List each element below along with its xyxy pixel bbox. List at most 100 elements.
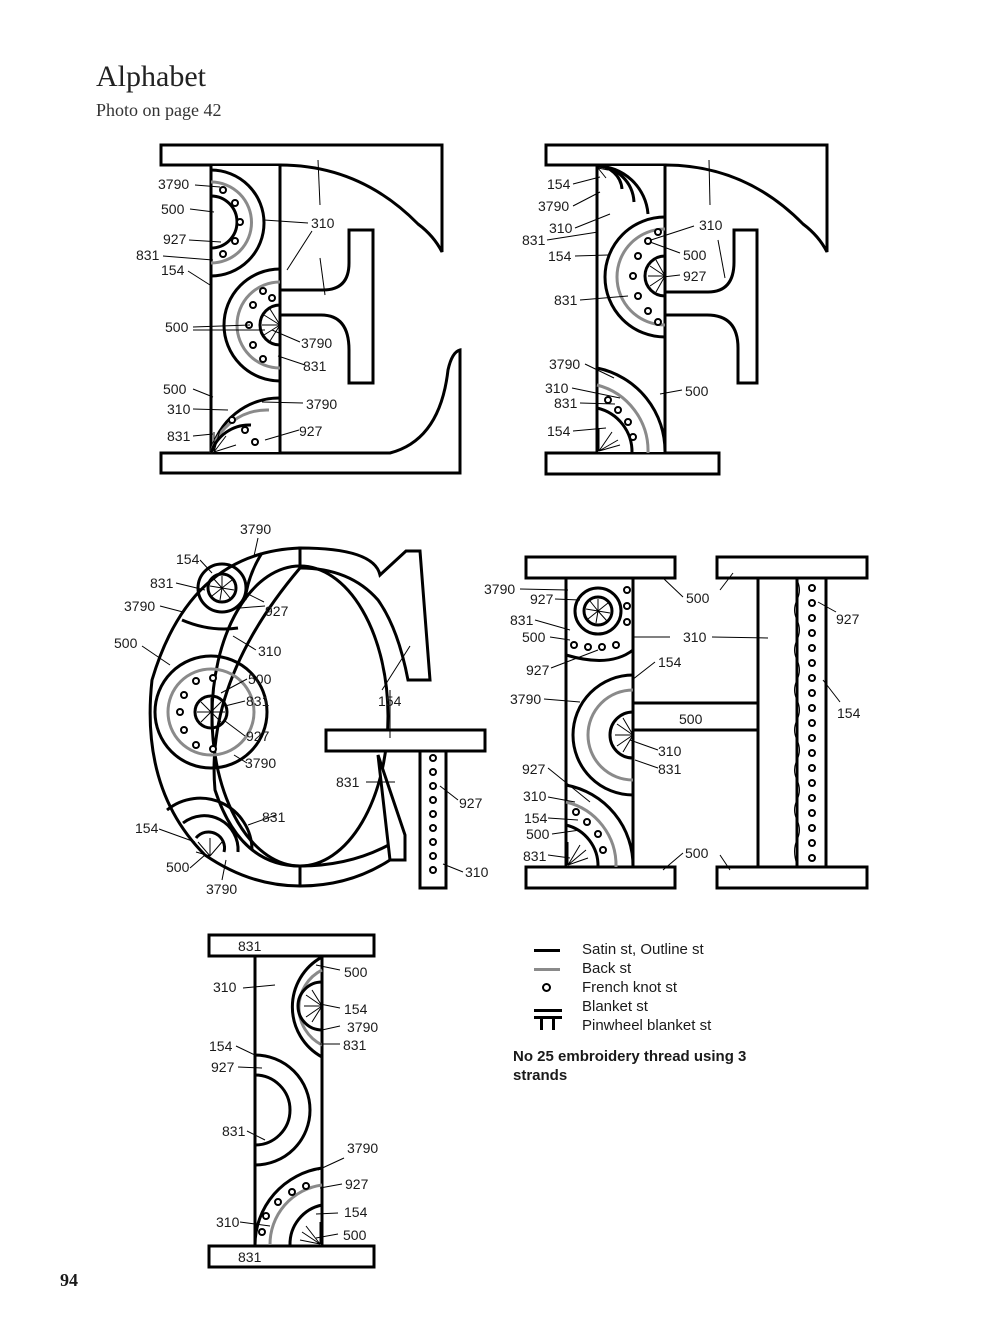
thread-label-i: 831 bbox=[343, 1037, 367, 1053]
thread-label-e: 3790 bbox=[306, 396, 337, 412]
thread-label-f: 831 bbox=[554, 395, 578, 411]
black-line-icon bbox=[532, 940, 568, 959]
thread-label-h: 927 bbox=[836, 611, 860, 627]
thread-label-i: 3790 bbox=[347, 1019, 378, 1035]
thread-label-h: 927 bbox=[530, 591, 554, 607]
thread-label-f: 154 bbox=[547, 176, 571, 192]
thread-label-g: 831 bbox=[150, 575, 174, 591]
thread-label-e: 3790 bbox=[301, 335, 332, 351]
thread-note: No 25 embroidery thread using 3 strands bbox=[513, 1048, 747, 1084]
thread-label-f: 500 bbox=[683, 247, 707, 263]
page-subtitle: Photo on page 42 bbox=[96, 100, 222, 120]
thread-label-h: 154 bbox=[837, 705, 861, 721]
thread-label-f: 500 bbox=[685, 383, 709, 399]
thread-label-e: 310 bbox=[311, 215, 335, 231]
thread-label-f: 154 bbox=[548, 248, 572, 264]
thread-label-i: 927 bbox=[211, 1059, 235, 1075]
legend-label: Blanket st bbox=[582, 998, 648, 1015]
legend-item: Blanket st bbox=[532, 997, 772, 1016]
thread-label-e: 831 bbox=[303, 358, 327, 374]
thread-label-g: 3790 bbox=[245, 755, 276, 771]
thread-label-i: 310 bbox=[213, 979, 237, 995]
thread-label-i: 831 bbox=[238, 1249, 262, 1265]
thread-label-g: 927 bbox=[265, 603, 289, 619]
thread-label-e: 3790 bbox=[158, 176, 189, 192]
pinwheel-blanket-icon bbox=[532, 1016, 568, 1035]
thread-label-e: 927 bbox=[163, 231, 187, 247]
thread-label-i: 154 bbox=[344, 1204, 368, 1220]
thread-label-g: 831 bbox=[336, 774, 360, 790]
gray-line-icon bbox=[532, 959, 568, 978]
thread-label-e: 831 bbox=[136, 247, 160, 263]
thread-label-g: 927 bbox=[459, 795, 483, 811]
letter-i-outline bbox=[207, 933, 376, 1269]
thread-label-i: 831 bbox=[222, 1123, 246, 1139]
legend-item: Pinwheel blanket st bbox=[532, 1016, 772, 1035]
thread-label-g: 3790 bbox=[206, 881, 237, 897]
thread-label-h: 831 bbox=[523, 848, 547, 864]
letter-g-outline bbox=[148, 546, 487, 890]
knot-dot-icon bbox=[532, 978, 568, 997]
thread-label-g: 500 bbox=[114, 635, 138, 651]
page-title: Alphabet bbox=[96, 60, 206, 93]
letter-f-outline bbox=[544, 143, 829, 476]
thread-label-g: 927 bbox=[246, 728, 270, 744]
blanket-icon bbox=[532, 997, 568, 1016]
letter-e-leaders bbox=[162, 159, 326, 441]
legend-item: French knot st bbox=[532, 978, 772, 997]
thread-label-i: 154 bbox=[344, 1001, 368, 1017]
thread-label-h: 831 bbox=[510, 612, 534, 628]
thread-label-e: 500 bbox=[163, 381, 187, 397]
thread-label-g: 831 bbox=[246, 693, 270, 709]
thread-label-f: 310 bbox=[549, 220, 573, 236]
thread-label-h: 500 bbox=[685, 845, 709, 861]
thread-label-f: 831 bbox=[522, 232, 546, 248]
legend-label: French knot st bbox=[582, 979, 678, 996]
thread-label-i: 3790 bbox=[347, 1140, 378, 1156]
thread-label-g: 154 bbox=[135, 820, 159, 836]
letter-h-outline bbox=[524, 555, 869, 890]
letter-e-outline bbox=[159, 143, 462, 475]
thread-label-g: 3790 bbox=[124, 598, 155, 614]
thread-label-f: 310 bbox=[545, 380, 569, 396]
thread-label-h: 500 bbox=[679, 711, 703, 727]
thread-label-e: 831 bbox=[167, 428, 191, 444]
legend-item: Back st bbox=[532, 959, 772, 978]
letter-i-leaders bbox=[235, 964, 345, 1239]
page-number: 94 bbox=[60, 1270, 78, 1290]
thread-label-e: 500 bbox=[161, 201, 185, 217]
thread-label-h: 3790 bbox=[510, 691, 541, 707]
thread-label-h: 500 bbox=[526, 826, 550, 842]
thread-label-f: 927 bbox=[683, 268, 707, 284]
thread-label-i: 500 bbox=[344, 964, 368, 980]
thread-label-g: 3790 bbox=[240, 521, 271, 537]
thread-label-h: 310 bbox=[683, 629, 707, 645]
thread-label-i: 500 bbox=[343, 1227, 367, 1243]
thread-label-f: 3790 bbox=[549, 356, 580, 372]
thread-label-f: 831 bbox=[554, 292, 578, 308]
legend-label: Pinwheel blanket st bbox=[582, 1017, 712, 1034]
thread-label-i: 310 bbox=[216, 1214, 240, 1230]
thread-label-h: 310 bbox=[523, 788, 547, 804]
thread-label-f: 3790 bbox=[538, 198, 569, 214]
letter-g-leaders bbox=[141, 537, 464, 881]
thread-label-i: 927 bbox=[345, 1176, 369, 1192]
legend-item: Satin st, Outline st bbox=[532, 940, 772, 959]
thread-label-h: 310 bbox=[658, 743, 682, 759]
thread-label-i: 154 bbox=[209, 1038, 233, 1054]
thread-label-h: 500 bbox=[522, 629, 546, 645]
thread-label-h: 500 bbox=[686, 590, 710, 606]
thread-label-f: 310 bbox=[699, 217, 723, 233]
thread-label-g: 831 bbox=[262, 809, 286, 825]
thread-label-g: 154 bbox=[378, 693, 402, 709]
thread-label-e: 927 bbox=[299, 423, 323, 439]
letter-f-leaders bbox=[546, 159, 726, 432]
thread-label-g: 500 bbox=[166, 859, 190, 875]
thread-label-h: 927 bbox=[522, 761, 546, 777]
thread-label-e: 310 bbox=[167, 401, 191, 417]
thread-label-h: 927 bbox=[526, 662, 550, 678]
thread-label-e: 500 bbox=[165, 319, 189, 335]
thread-label-f: 154 bbox=[547, 423, 571, 439]
